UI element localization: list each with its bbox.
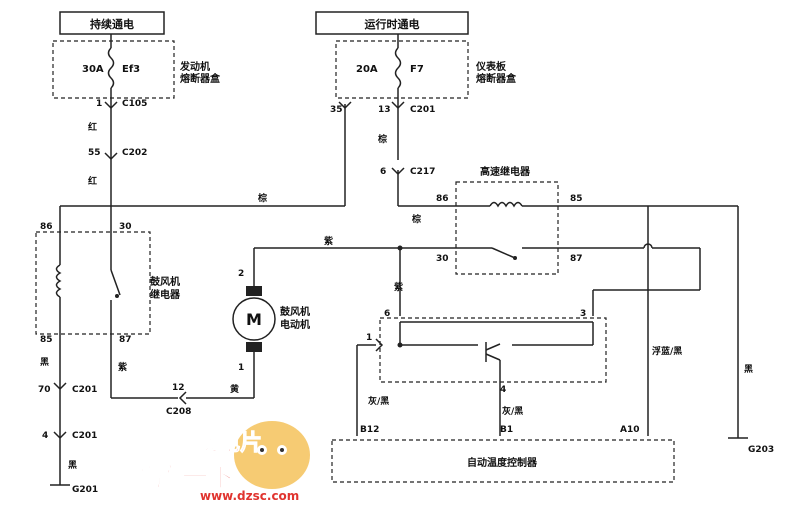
engine-fuse-box [52, 40, 175, 99]
wire-black-3: 黑 [744, 364, 753, 375]
transistor-module-box [379, 317, 607, 383]
wire-red-2: 红 [88, 175, 97, 187]
watermark-brand: 维库一下 [130, 462, 234, 493]
motor-symbol: M [246, 310, 262, 329]
watermark-logo-text: 找电片 [196, 431, 262, 456]
c201-70-pin: 70 [38, 385, 51, 395]
c105-pin: 1 [96, 99, 102, 109]
fuse-ef3-name: Ef3 [122, 64, 140, 75]
hs-relay-pin-30: 30 [436, 254, 449, 264]
blower-relay-pin-30: 30 [119, 222, 132, 232]
c201-35-pin: 35 [330, 105, 343, 115]
instrument-fuse-box-label-1: 仪表板 [475, 60, 507, 73]
controller-pin-a10: A10 [620, 425, 640, 435]
instrument-fuse-box [335, 40, 469, 99]
hs-relay-pin-87: 87 [570, 254, 583, 264]
blower-motor-icon [232, 297, 276, 341]
wire-gray-black-2: 灰/黑 [502, 405, 523, 417]
c201-4-connector-icon [53, 431, 67, 440]
transistor-pin-3: 3 [580, 309, 586, 319]
wire-black-2: 黑 [68, 460, 77, 471]
c201-70-connector-icon [53, 382, 67, 391]
c217-name: C217 [410, 167, 435, 177]
wire-yellow: 黄 [230, 383, 239, 395]
always-on-label: 持续通电 [90, 17, 134, 31]
c201-70-name: C201 [72, 385, 97, 395]
wire-purple-1: 紫 [118, 361, 127, 373]
transistor-pin-6: 6 [384, 309, 390, 319]
controller-label: 自动温度控制器 [467, 456, 538, 469]
wire-purple-3: 紫 [394, 281, 403, 293]
fuse-f7-icon [394, 47, 402, 89]
fuse-f7-rating: 20A [356, 64, 378, 75]
engine-fuse-box-label-2: 熔断器盒 [180, 72, 221, 85]
fuse-ef3-rating: 30A [82, 64, 104, 75]
high-speed-relay-label: 高速继电器 [480, 165, 531, 178]
blower-relay-pin-85: 85 [40, 335, 53, 345]
c208-connector-icon [178, 391, 187, 405]
wire-red-1: 红 [88, 121, 97, 133]
c208-pin: 12 [172, 383, 185, 393]
wire-purple-2: 紫 [324, 235, 333, 247]
c217-pin: 6 [380, 167, 386, 177]
c201-13-pin: 13 [378, 105, 391, 115]
auto-temp-controller-box [331, 439, 675, 483]
run-on-label-box [315, 11, 469, 35]
c201-13-name: C201 [410, 105, 435, 115]
motor-brush-top-icon [246, 286, 262, 296]
always-on-label-box [59, 11, 165, 35]
c202-pin: 55 [88, 148, 101, 158]
fuse-f7-name: F7 [410, 64, 424, 75]
watermark-url: www.dzsc.com [200, 489, 299, 503]
c201-4-pin: 4 [42, 431, 48, 441]
wire-brown-3: 棕 [411, 213, 421, 225]
motor-pin-2: 2 [238, 269, 244, 279]
blower-relay-label-2: 继电器 [150, 288, 181, 301]
motor-label-1: 鼓风机 [280, 305, 310, 318]
ground-g201: G201 [72, 485, 98, 495]
controller-pin-b1: B1 [500, 425, 513, 435]
hs-relay-coil-icon [489, 201, 523, 208]
ground-g203: G203 [748, 445, 774, 455]
transistor-pin-4: 4 [500, 385, 506, 395]
blower-relay-box [35, 231, 151, 335]
high-speed-relay-box [455, 181, 559, 275]
blower-relay-switch-icon [110, 269, 121, 296]
controller-pin-b12: B12 [360, 425, 379, 435]
motor-label-2: 电动机 [280, 318, 310, 331]
c105-name: C105 [122, 99, 147, 109]
wire-gray-black-1: 灰/黑 [368, 395, 389, 407]
hs-relay-pin-85: 85 [570, 194, 583, 204]
instrument-fuse-box-label-2: 熔断器盒 [476, 72, 517, 85]
hs-relay-pin-86: 86 [436, 194, 449, 204]
c202-name: C202 [122, 148, 147, 158]
run-on-label: 运行时通电 [365, 17, 420, 31]
watermark-logo: 找电片 维库一下 www.dzsc.com [130, 421, 310, 503]
blower-relay-pin-87: 87 [119, 335, 132, 345]
engine-fuse-box-label-1: 发动机 [179, 60, 210, 73]
transistor-pin-1: 1 [366, 333, 372, 343]
wire-brown-1: 棕 [257, 192, 267, 204]
blower-relay-coil-icon [55, 264, 62, 298]
motor-brush-bottom-icon [246, 342, 262, 352]
fuse-ef3-icon [107, 47, 115, 89]
c201-4-name: C201 [72, 431, 97, 441]
c208-name: C208 [166, 407, 191, 417]
wire-black-1: 黑 [40, 357, 49, 368]
wire-brown-2: 棕 [377, 133, 387, 145]
blower-relay-label-1: 鼓风机 [150, 275, 180, 288]
wire-lightblue-black: 浮蓝/黑 [652, 345, 682, 357]
hs-relay-switch-icon [491, 247, 516, 259]
blower-relay-pin-86: 86 [40, 222, 53, 232]
motor-pin-1: 1 [238, 363, 244, 373]
